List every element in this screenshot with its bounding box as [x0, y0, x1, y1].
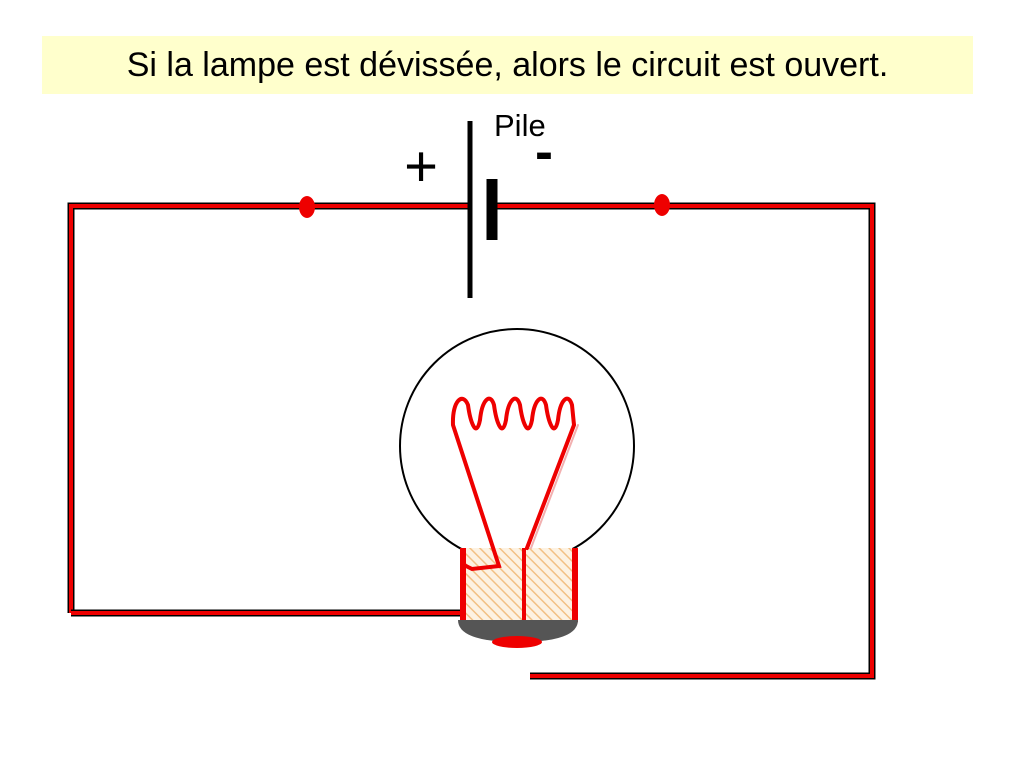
connector-right — [654, 194, 670, 216]
title-banner: Si la lampe est dévissée, alors le circu… — [42, 36, 973, 94]
lamp-screw-base — [463, 548, 575, 622]
lamp-tip-contact — [492, 636, 542, 648]
lamp-filament-supports — [451, 423, 579, 572]
battery-plus-sign: + — [404, 134, 438, 199]
battery-symbol — [467, 121, 498, 298]
lamp — [399, 328, 635, 648]
lamp-glass-bulb — [399, 328, 635, 564]
lamp-filament-coil — [450, 396, 576, 431]
battery-minus-sign: - — [535, 122, 553, 182]
title-text: Si la lampe est dévissée, alors le circu… — [126, 45, 889, 84]
wire-right-top — [497, 202, 876, 680]
battery-label: Pile — [494, 108, 546, 143]
lamp-bottom-contact — [458, 620, 578, 642]
connector-left — [299, 196, 315, 218]
wire-left-top — [67, 202, 470, 613]
